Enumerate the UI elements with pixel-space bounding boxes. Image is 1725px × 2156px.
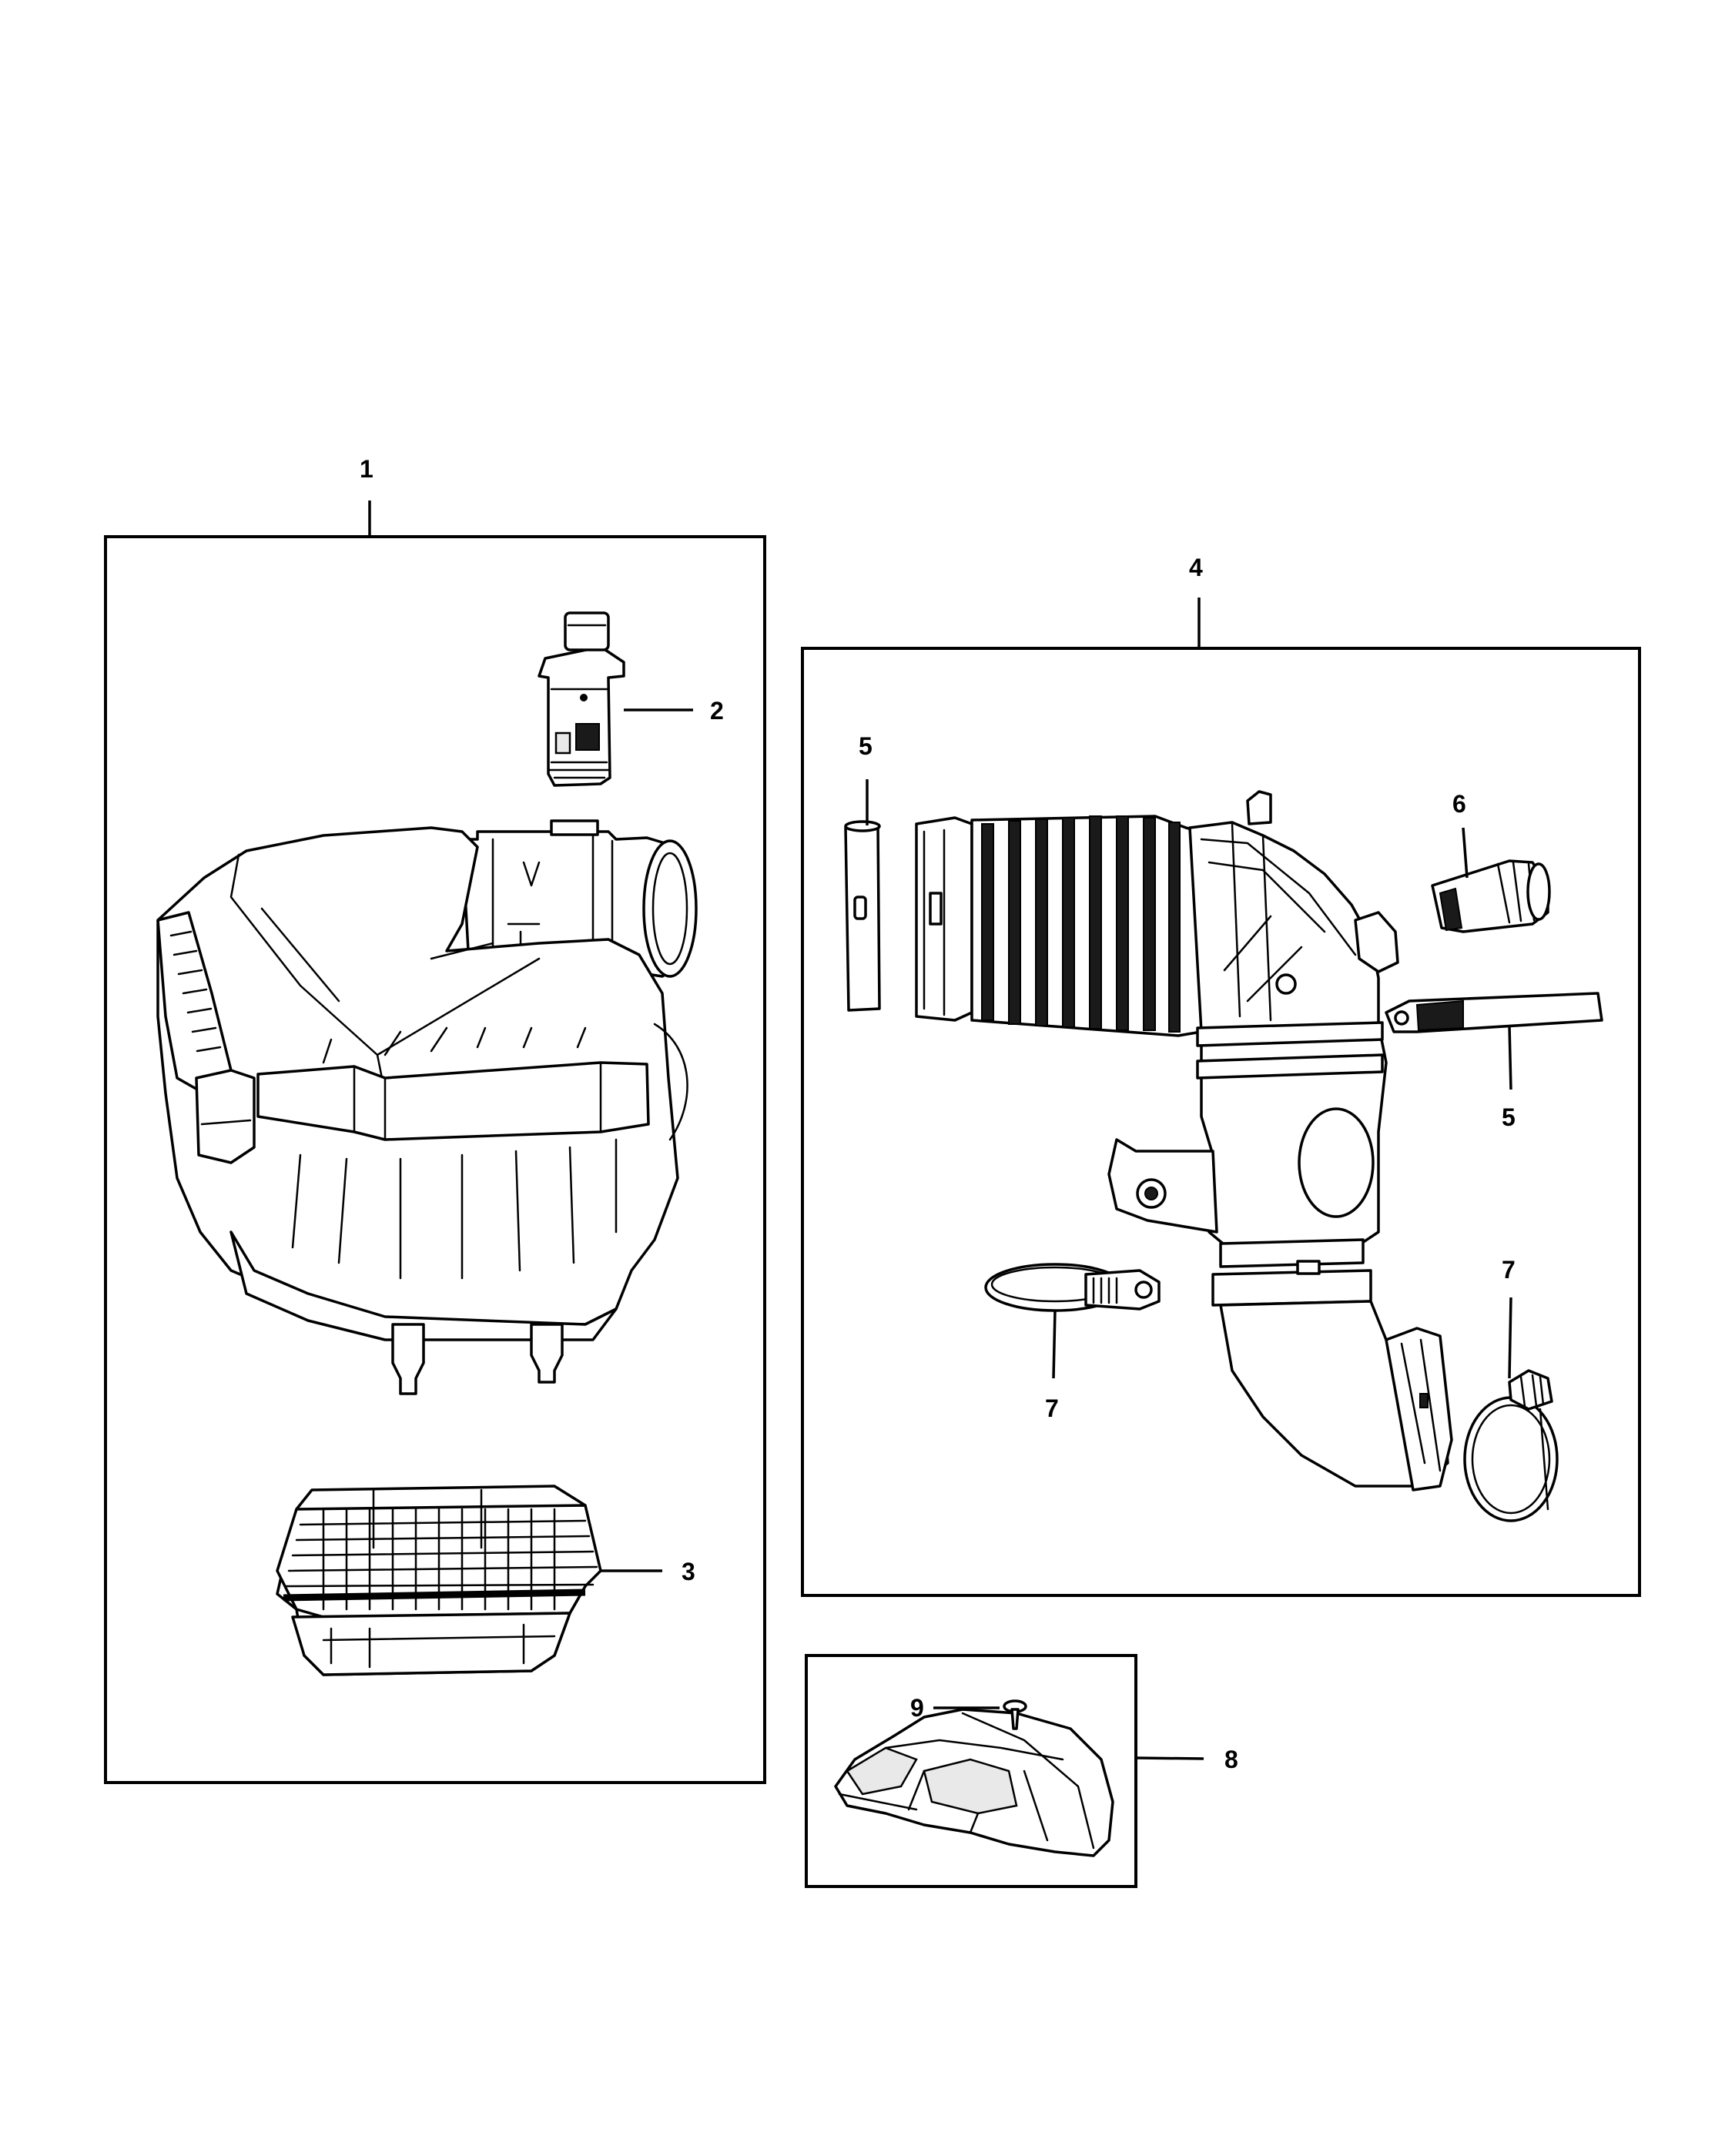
callout-7-left: 7: [1045, 1394, 1059, 1422]
air-cleaner-housing-icon[interactable]: [156, 819, 698, 1395]
worm-gear-clamp-icon[interactable]: [984, 1263, 1161, 1312]
callout-4: 4: [1189, 554, 1203, 581]
leader-6: [1462, 827, 1469, 879]
air-filter-element-icon[interactable]: [276, 1485, 602, 1676]
air-inlet-duct-icon[interactable]: [915, 790, 1453, 1491]
leader-5b: [1508, 1025, 1512, 1090]
callout-8: 8: [1224, 1746, 1238, 1773]
mass-airflow-sensor-icon[interactable]: [538, 611, 625, 787]
hose-connector-fitting-icon[interactable]: [1431, 859, 1551, 933]
callout-2: 2: [710, 697, 724, 725]
group-frame-intake-scoop: [805, 1654, 1137, 1888]
callout-5-left: 5: [859, 732, 873, 760]
callout-9: 9: [910, 1694, 924, 1722]
callout-7-right: 7: [1502, 1256, 1516, 1284]
callout-3: 3: [682, 1558, 695, 1585]
group-frame-air-cleaner: 1: [104, 455, 766, 1784]
hose-clamp-band-icon[interactable]: [844, 820, 881, 1012]
air-intake-scoop-icon[interactable]: [834, 1708, 1114, 1857]
hose-clamp-band-icon[interactable]: [1385, 992, 1603, 1033]
leader-8: [1135, 1756, 1204, 1760]
callout-5-right: 5: [1502, 1103, 1516, 1131]
callout-1: 1: [360, 455, 373, 483]
group-frame-inlet-duct: 4: [801, 554, 1641, 1597]
worm-gear-clamp-icon[interactable]: [1463, 1369, 1559, 1522]
callout-6: 6: [1452, 790, 1466, 818]
push-pin-retainer-icon[interactable]: [1003, 1699, 1027, 1730]
leader-7b: [1508, 1297, 1512, 1379]
leader-7a: [1052, 1310, 1057, 1379]
